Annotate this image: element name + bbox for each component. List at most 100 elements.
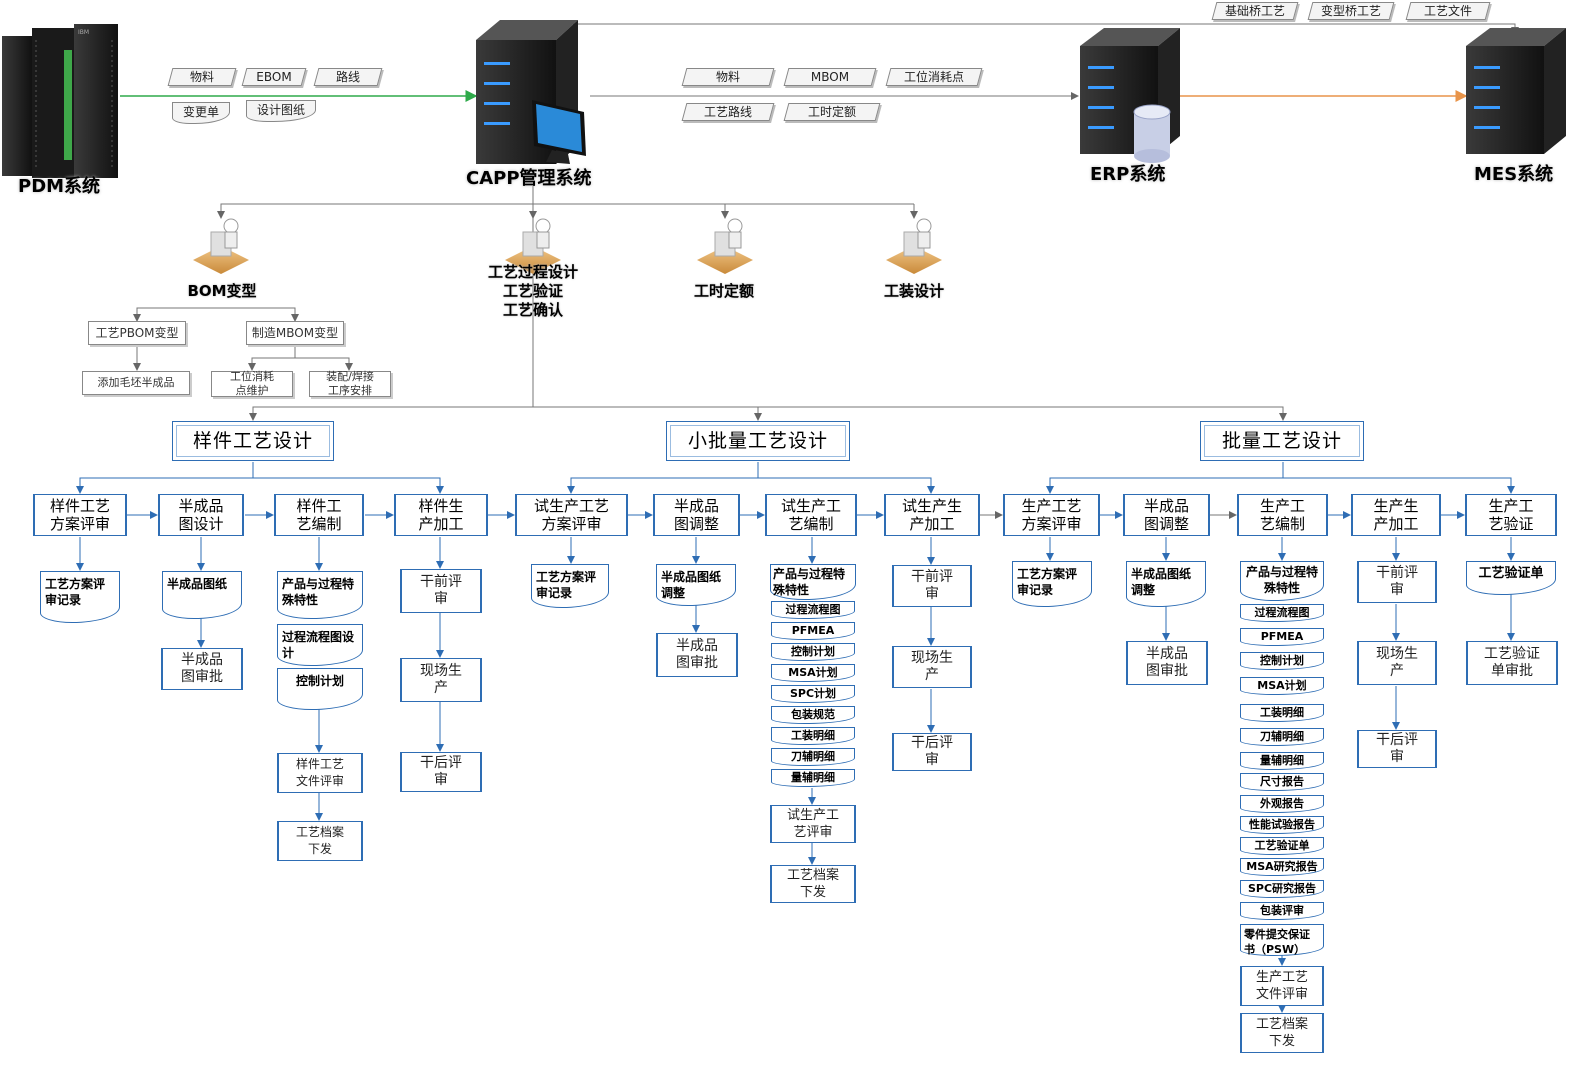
flow-tag: 工位消耗点	[885, 68, 983, 86]
small-step-semi-adjust: 半成品图调整	[653, 494, 740, 536]
batch-onsite: 现场生产	[1357, 641, 1437, 685]
sample-doc-feature: 产品与过程特殊特性	[277, 571, 363, 619]
batch-step-verify: 生产工艺验证	[1465, 494, 1557, 536]
batch-chip: 量辅明细	[1240, 752, 1324, 770]
batch-chip: 尺寸报告	[1240, 773, 1324, 791]
mes-server-icon	[1466, 28, 1566, 154]
assembly-box: 装配/焊接工序安排	[309, 370, 391, 397]
flow-tag: 工艺文件	[1405, 2, 1491, 20]
capp-system-label: CAPP管理系统	[466, 168, 592, 189]
flow-tag: 变型桥工艺	[1307, 2, 1395, 20]
batch-doc-semi-adjust: 半成品图纸调整	[1126, 561, 1206, 607]
small-chip: MSA计划	[771, 664, 855, 682]
small-pre-review: 干前评审	[892, 565, 972, 607]
small-chip: 控制计划	[771, 643, 855, 661]
batch-chip: 性能试验报告	[1240, 816, 1324, 834]
small-doc-semi-adjust: 半成品图纸调整	[656, 564, 736, 606]
phase-small-batch: 小批量工艺设计	[666, 421, 850, 461]
small-chip: 过程流程图	[771, 601, 855, 619]
station-box: 工位消耗点维护	[211, 370, 293, 397]
small-step-production: 试生产生产加工	[884, 494, 980, 536]
batch-pre-review: 干前评审	[1357, 561, 1437, 603]
tooling-role-label: 工装设计	[883, 282, 944, 300]
tooling-role-icon	[886, 218, 942, 274]
flow-tag: 工艺路线	[681, 103, 775, 121]
batch-file-review: 生产工艺文件评审	[1240, 966, 1324, 1006]
sample-pre-review: 干前评审	[400, 569, 482, 613]
batch-verify-approve: 工艺验证单审批	[1466, 641, 1558, 685]
small-chip: PFMEA	[771, 622, 855, 640]
batch-chip: 刀辅明细	[1240, 728, 1324, 746]
batch-doc-verify: 工艺验证单	[1466, 561, 1556, 595]
batch-step-semi-adjust: 半成品图调整	[1123, 494, 1210, 536]
flow-tag: EBOM	[241, 68, 307, 86]
mes-system-label: MES系统	[1474, 164, 1554, 185]
sample-doc-control: 控制计划	[277, 668, 363, 710]
batch-archive: 工艺档案下发	[1240, 1013, 1324, 1053]
sample-onsite: 现场生产	[400, 658, 482, 702]
batch-chip: 外观报告	[1240, 795, 1324, 813]
small-archive: 工艺档案下发	[770, 865, 856, 903]
batch-step-compile: 生产工艺编制	[1237, 494, 1328, 536]
small-semi-approve: 半成品图审批	[656, 633, 738, 677]
sample-post-review: 干后评审	[400, 752, 482, 792]
sample-doc-semi-drawing: 半成品图纸	[162, 571, 242, 619]
batch-chip: 工装明细	[1240, 704, 1324, 722]
batch-chip: 控制计划	[1240, 652, 1324, 670]
batch-chip: PFMEA	[1240, 628, 1324, 646]
small-chip: 刀辅明细	[771, 748, 855, 766]
labor-role-icon	[697, 218, 753, 274]
capp-server-icon	[476, 20, 586, 164]
pbom-box: 工艺PBOM变型	[88, 321, 186, 345]
batch-chip: SPC研究报告	[1240, 880, 1324, 898]
small-post-review: 干后评审	[892, 733, 972, 771]
blank-box: 添加毛坯半成品	[82, 371, 190, 395]
erp-system-label: ERP系统	[1090, 164, 1166, 185]
flow-tag: 变更单	[172, 102, 230, 124]
batch-chip: 过程流程图	[1240, 604, 1324, 622]
process-role-label: 工艺过程设计 工艺验证 工艺确认	[487, 263, 578, 319]
batch-step-production: 生产生产加工	[1351, 494, 1441, 536]
process-role-icon	[505, 218, 561, 274]
small-doc-plan-record: 工艺方案评审记录	[531, 564, 609, 608]
flow-tag: 设计图纸	[246, 100, 316, 122]
sample-file-review: 样件工艺文件评审	[277, 753, 363, 793]
batch-semi-approve: 半成品图审批	[1126, 641, 1208, 685]
phase-batch: 批量工艺设计	[1200, 421, 1364, 461]
small-chip: 量辅明细	[771, 769, 855, 787]
sample-semi-approve: 半成品图审批	[161, 648, 243, 690]
labor-role-label: 工时定额	[693, 282, 754, 300]
erp-server-icon	[1080, 28, 1180, 163]
mbom-box: 制造MBOM变型	[246, 321, 344, 345]
batch-chip: 工艺验证单	[1240, 837, 1324, 855]
sample-step-production: 样件生产加工	[394, 494, 488, 536]
batch-chip: MSA计划	[1240, 677, 1324, 695]
bom-role-label: BOM变型	[187, 282, 257, 300]
flow-tag: MBOM	[783, 68, 877, 86]
batch-chip-psw: 零件提交保证书（PSW）	[1240, 924, 1324, 956]
sample-doc-flowchart: 过程流程图设计	[277, 624, 363, 666]
sample-step-compile: 样件工艺编制	[274, 494, 364, 536]
small-doc-feature: 产品与过程特殊特性	[770, 564, 856, 600]
phase-sample: 样件工艺设计	[172, 421, 334, 461]
flow-tag: 路线	[313, 68, 383, 86]
pdm-system-label: PDM系统	[18, 176, 101, 197]
sample-archive: 工艺档案下发	[277, 821, 363, 861]
bom-role-icon	[193, 218, 249, 274]
small-onsite: 现场生产	[892, 646, 972, 688]
small-step-compile: 试生产工艺编制	[765, 494, 857, 536]
small-chip: 工装明细	[771, 727, 855, 745]
batch-chip: 包装评审	[1240, 902, 1324, 920]
pdm-server-icon: IBM	[2, 24, 118, 178]
flow-tag: 基础桥工艺	[1211, 2, 1299, 20]
small-chip: 包装规范	[771, 706, 855, 724]
small-file-review: 试生产工艺评审	[770, 805, 856, 843]
flow-tag: 工时定额	[783, 103, 881, 121]
capp-mes-arrow	[532, 23, 1519, 35]
batch-doc-feature: 产品与过程特殊特性	[1240, 561, 1324, 601]
batch-step-plan-review: 生产工艺方案评审	[1003, 494, 1100, 536]
flow-tag: 物料	[681, 68, 775, 86]
batch-doc-plan-record: 工艺方案评审记录	[1012, 561, 1092, 607]
